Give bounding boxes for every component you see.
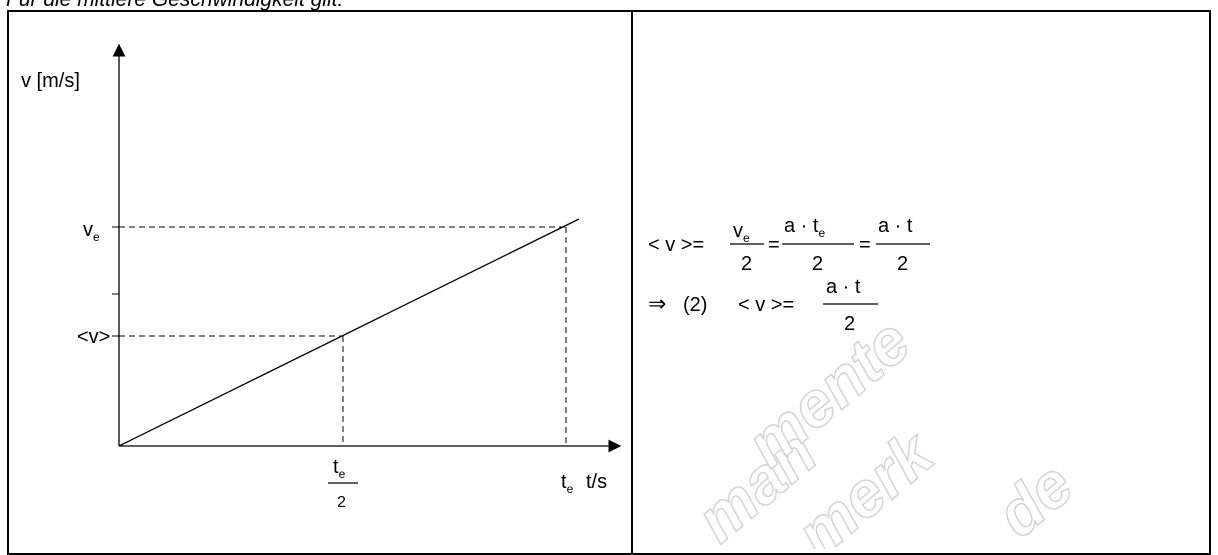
y-axis-label: v [m/s] — [21, 70, 80, 92]
frac1-denominator: 2 — [741, 253, 752, 275]
x-label-half-te-denominator: 2 — [337, 494, 346, 511]
velocity-line — [118, 218, 580, 447]
eq2: = — [859, 234, 871, 256]
caption-text: Für die mittlere Geschwindigkeit gilt: — [6, 0, 343, 12]
formula-line-1: < v >= ve 2 = a · te 2 = a · t 2 — [648, 215, 930, 275]
formula1-lhs: < v >= — [648, 234, 704, 256]
x-label-te: te — [561, 471, 574, 496]
frac4-numerator: a · t — [826, 276, 861, 298]
y-label-mean: <v> — [77, 326, 110, 348]
frac1-numerator: ve — [733, 220, 750, 245]
formula-line-2: ⇒ (2) < v >= a · t 2 — [648, 276, 878, 335]
frac2-denominator: 2 — [812, 253, 823, 275]
frac3-denominator: 2 — [897, 253, 908, 275]
frac4-denominator: 2 — [844, 313, 855, 335]
x-axis-unit: t/s — [586, 471, 607, 493]
frac2-numerator: a · te — [784, 215, 825, 240]
equation-number: (2) — [683, 294, 707, 316]
x-label-half-te-numerator: te — [333, 456, 346, 481]
frac3-numerator: a · t — [878, 215, 913, 237]
formula2-lhs: < v >= — [738, 294, 794, 316]
implies-symbol: ⇒ — [648, 291, 666, 316]
y-label-ve: ve — [83, 219, 100, 244]
eq1: = — [768, 234, 780, 256]
table-divider — [631, 10, 633, 555]
